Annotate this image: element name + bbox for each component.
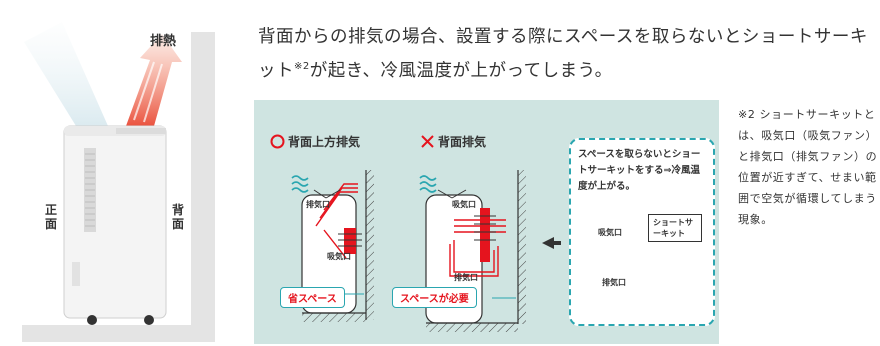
bad-outlet-label: 排気口	[454, 273, 478, 282]
wall	[191, 32, 215, 342]
bad-title-text: 背面排気	[438, 135, 487, 149]
good-outlet-label: 排気口	[306, 200, 330, 209]
circle-icon	[270, 134, 285, 152]
product-side-illustration	[22, 22, 215, 342]
headline-text-1: 背面からの排気の場合、設置する際にスペースを取らないとショートサーキット	[258, 27, 868, 81]
bad-badge: スペースが必要	[392, 287, 477, 308]
wheel	[87, 315, 97, 325]
front-label: 正面	[44, 203, 57, 231]
good-inlet-label: 吸気口	[327, 252, 351, 261]
bad-inlet-label: 吸気口	[452, 200, 476, 209]
headline-footnote-ref: ※2	[294, 61, 310, 72]
headline: 背面からの排気の場合、設置する際にスペースを取らないとショートサーキット※2が起…	[258, 22, 873, 86]
exhaust-label: 排熱	[150, 34, 177, 49]
good-badge: 省スペース	[280, 287, 345, 308]
air-beam	[24, 22, 108, 126]
callout-inlet-label: 吸気口	[598, 228, 622, 237]
back-label: 背面	[171, 203, 184, 231]
headline-text-2: が起き、冷風温度が上がってしまう。	[309, 61, 613, 81]
callout-outlet-label: 排気口	[602, 278, 626, 287]
good-title: 背面上方排気	[270, 133, 360, 152]
callout-arrow	[542, 237, 554, 249]
bad-title: 背面排気	[420, 133, 486, 152]
callout-text: スペースを取らないとショートサーキットをする⇒冷風温度が上がる。	[578, 149, 701, 192]
floor	[22, 325, 215, 342]
good-unit	[291, 170, 374, 322]
cross-icon	[420, 134, 435, 152]
short-circuit-label: ショートサーキット	[648, 214, 702, 242]
good-title-text: 背面上方排気	[288, 135, 361, 149]
unit-body	[63, 125, 167, 319]
footnote: ※2 ショートサーキットとは、吸気口（吸気ファン）と排気口（排気ファン）の位置が…	[738, 108, 878, 226]
wheel	[144, 315, 154, 325]
